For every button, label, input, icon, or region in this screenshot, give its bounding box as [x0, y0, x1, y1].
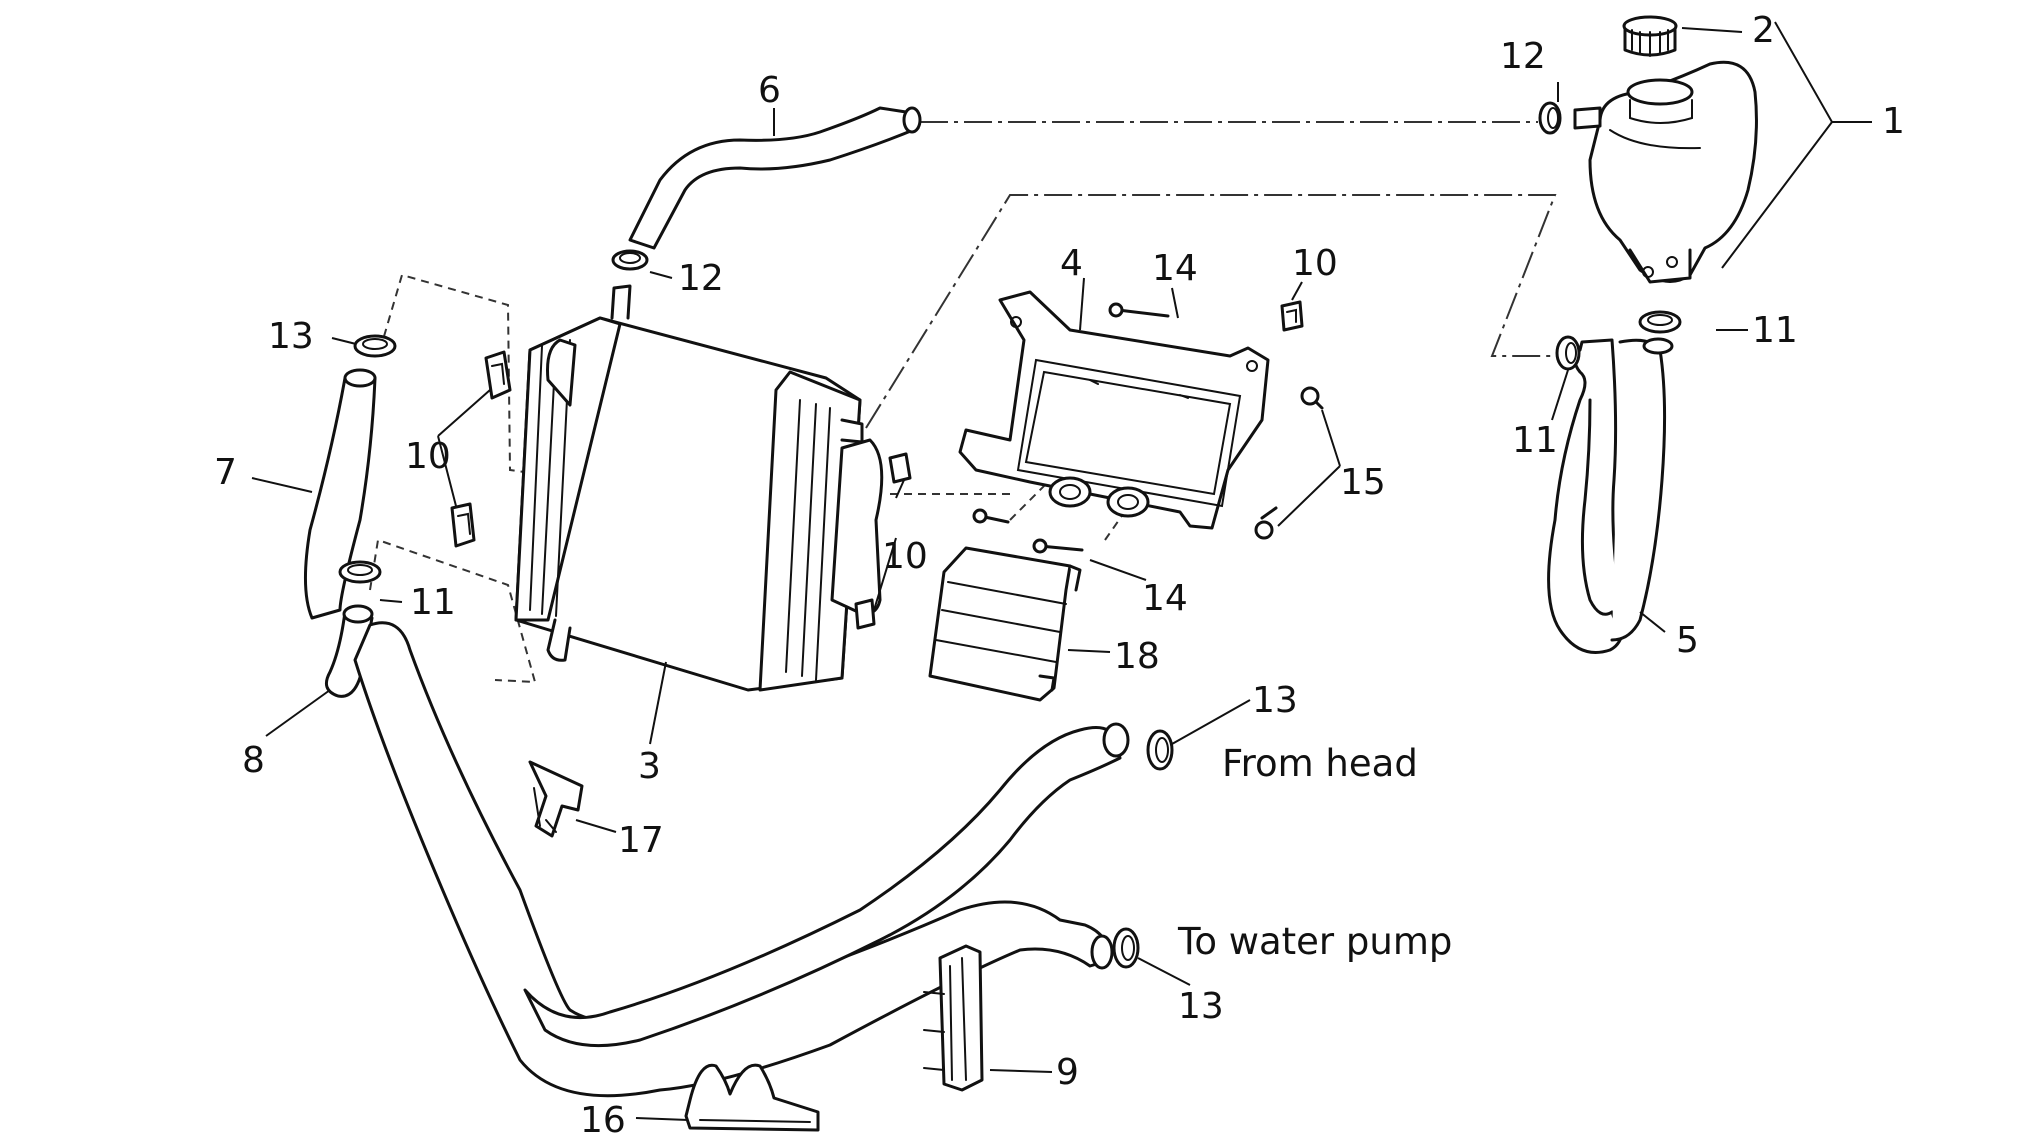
- radiator-bracket: [958, 290, 1270, 530]
- hose-bracket-9: [923, 944, 984, 1092]
- callout-9: 9: [1056, 1052, 1079, 1093]
- callout-13-left: 13: [268, 316, 314, 357]
- hose-7: [304, 368, 377, 620]
- clamp-12-radiator: [611, 249, 649, 271]
- callout-12-tank: 12: [1500, 36, 1546, 77]
- radiator: [514, 284, 884, 692]
- clamp-13-from-head: [1146, 729, 1174, 771]
- hose-holder-16: [684, 1063, 820, 1132]
- clamp-13-to-pump: [1112, 927, 1140, 969]
- clip-10-lower-left: [450, 502, 476, 548]
- callout-8: 8: [242, 740, 265, 781]
- callout-17: 17: [618, 820, 664, 861]
- callout-12-radiator: 12: [678, 258, 724, 299]
- leader-lines: [251, 21, 1872, 1121]
- callout-11-left: 11: [410, 582, 456, 623]
- callout-10-middle: 10: [882, 536, 928, 577]
- hose-8: [324, 604, 374, 698]
- note-from-head: From head: [1222, 742, 1418, 785]
- callout-13-to-pump: 13: [1178, 986, 1224, 1027]
- callout-15: 15: [1340, 462, 1386, 503]
- clip-10-right-top: [1280, 300, 1304, 332]
- hose-5: [1547, 337, 1674, 654]
- callout-3: 3: [638, 746, 661, 787]
- callout-14-bottom: 14: [1142, 578, 1188, 619]
- callout-7: 7: [214, 452, 237, 493]
- callout-5: 5: [1676, 620, 1699, 661]
- callout-6: 6: [758, 70, 781, 111]
- expansion-tank: [1573, 60, 1758, 284]
- callout-numbers: 1 2 3 4 5 6 7 8 9 10 10 10 11 11 11 12 1…: [214, 10, 1905, 1141]
- clip-10-lower: [854, 598, 876, 630]
- callout-10-right: 10: [1292, 243, 1338, 284]
- main-lower-hose: [353, 621, 1130, 1098]
- note-to-water-pump: To water pump: [1177, 920, 1452, 963]
- expansion-tank-cap: [1622, 15, 1678, 57]
- clip-10-middle: [888, 452, 912, 484]
- radiator-cover: [928, 546, 1082, 702]
- callout-1: 1: [1882, 101, 1905, 142]
- callout-11-right-side: 11: [1512, 420, 1558, 461]
- clamp-11-right-top: [1638, 310, 1682, 334]
- flow-notes: From head To water pump: [1177, 742, 1452, 963]
- hose-holder-17: [528, 760, 584, 838]
- callout-10-left: 10: [405, 436, 451, 477]
- callout-2: 2: [1752, 10, 1775, 51]
- callout-4: 4: [1060, 243, 1083, 284]
- callout-13-from-head: 13: [1252, 680, 1298, 721]
- callout-14-top: 14: [1152, 248, 1198, 289]
- bolts: [972, 302, 1324, 554]
- clamp-13-left: [353, 334, 397, 358]
- clamp-11-left: [338, 560, 382, 584]
- callout-11-right-top: 11: [1752, 310, 1798, 351]
- clamp-11-right-side: [1555, 335, 1581, 371]
- hose-6: [628, 106, 922, 250]
- callout-18: 18: [1114, 636, 1160, 677]
- clamp-12-tank: [1538, 101, 1562, 135]
- callout-16: 16: [580, 1100, 626, 1141]
- clip-10-upper-left: [484, 350, 512, 400]
